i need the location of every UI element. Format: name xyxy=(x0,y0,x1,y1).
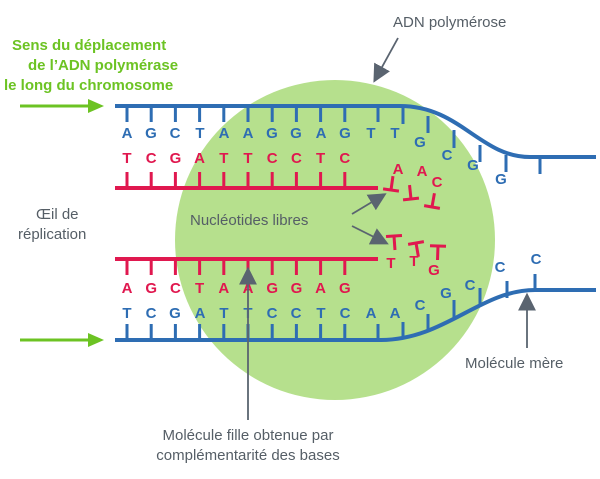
top-mother-base: G xyxy=(145,125,157,142)
bottom-daughter-base: G xyxy=(266,280,278,297)
pointer-free-bottom xyxy=(351,225,389,245)
direction-label-line3: le long du chromosome xyxy=(4,77,173,94)
bottom-daughter-base: A xyxy=(315,280,326,297)
top-daughter-base: T xyxy=(219,150,228,167)
bottom-mother-base: C xyxy=(495,259,506,276)
top-mother-base: G xyxy=(467,157,479,174)
eye-label-line2: réplication xyxy=(18,226,86,243)
bottom-mother-base: A xyxy=(390,305,401,322)
bottom-mother-base: A xyxy=(366,305,377,322)
top-mother-base: T xyxy=(366,125,375,142)
top-daughter-base: G xyxy=(170,150,182,167)
top-daughter-base: T xyxy=(122,150,131,167)
direction-arrow-bottom xyxy=(20,333,104,347)
pointer-polymerase xyxy=(373,37,399,83)
bottom-mother-base: C xyxy=(415,297,426,314)
mother-label: Molécule mère xyxy=(465,355,563,372)
bottom-daughter-base: A xyxy=(122,280,133,297)
top-mother-base: G xyxy=(266,125,278,142)
top-mother-strand xyxy=(115,104,596,159)
bottom-mother-strand xyxy=(115,288,596,342)
free-nucleotide-base: A xyxy=(393,161,404,178)
bottom-mother-base: G xyxy=(169,305,181,322)
polymerase-label: ADN polymérose xyxy=(393,14,506,31)
free-nucleotide xyxy=(382,175,400,193)
top-daughter-base: C xyxy=(267,150,278,167)
bottom-mother-base: C xyxy=(340,305,351,322)
free-nucleotide xyxy=(429,244,447,261)
free-nucleotide-base: A xyxy=(417,163,428,180)
top-mother-base: C xyxy=(170,125,181,142)
bottom-mother-base: C xyxy=(267,305,278,322)
direction-label-line2: de l’ADN polymérase xyxy=(28,57,178,74)
top-daughter-base: C xyxy=(339,150,350,167)
bottom-mother-base: T xyxy=(316,305,325,322)
polymerase-circle xyxy=(175,80,495,400)
bottom-mother-base: C xyxy=(531,251,542,268)
free-nucleotide-stem xyxy=(392,235,397,251)
top-mother-base: T xyxy=(195,125,204,142)
bottom-mother-base: A xyxy=(195,305,206,322)
top-mother-base: G xyxy=(339,125,351,142)
top-mother-base: G xyxy=(290,125,302,142)
base-rungs xyxy=(125,106,542,340)
direction-label-line1: Sens du déplacement xyxy=(12,37,166,54)
top-mother-base: G xyxy=(414,134,426,151)
top-mother-base: A xyxy=(219,125,230,142)
bottom-daughter-base: G xyxy=(291,280,303,297)
bottom-daughter-base: A xyxy=(218,280,229,297)
free-nucleotide-stem xyxy=(430,192,436,208)
top-mother-base: G xyxy=(495,171,507,188)
top-daughter-base: A xyxy=(194,150,205,167)
free-nucleotide-base: C xyxy=(432,174,443,191)
free-nucleotide-stem xyxy=(408,184,413,200)
top-mother-base: A xyxy=(122,125,133,142)
bottom-daughter-base: T xyxy=(195,280,204,297)
top-daughter-base: C xyxy=(291,150,302,167)
free-nucleotide-base: G xyxy=(428,262,440,279)
free-nucleotide xyxy=(407,240,425,258)
free-nucleotide-stem xyxy=(389,175,395,191)
free-nucleotide-base: T xyxy=(409,253,418,270)
top-mother-base: T xyxy=(390,125,399,142)
free-nucleotide xyxy=(423,192,441,210)
bottom-daughter-base: C xyxy=(170,280,181,297)
bottom-mother-base: T xyxy=(219,305,228,322)
bottom-mother-base: T xyxy=(122,305,131,322)
free-nucleotides-label: Nucléotides libres xyxy=(190,212,308,229)
free-nucleotide-base: T xyxy=(386,255,395,272)
bottom-daughter-base: G xyxy=(145,280,157,297)
base-letters: AGCTAAGGAGTTGCGGTCGATTCCTCAGCTAAGGAGTCGA… xyxy=(122,125,542,322)
free-nucleotide xyxy=(402,184,420,202)
bottom-mother-base: C xyxy=(146,305,157,322)
top-daughter-base: T xyxy=(243,150,252,167)
top-mother-base: A xyxy=(316,125,327,142)
bottom-mother-base: C xyxy=(291,305,302,322)
bottom-mother-base: G xyxy=(440,285,452,302)
bottom-daughter-base: G xyxy=(339,280,351,297)
top-daughter-base: T xyxy=(316,150,325,167)
direction-arrow-top xyxy=(20,99,104,113)
bottom-mother-base: C xyxy=(465,277,476,294)
daughter-label-line2: complémentarité des bases xyxy=(156,447,339,464)
top-daughter-base: C xyxy=(146,150,157,167)
top-mother-base: C xyxy=(442,147,453,164)
pointer-free-top xyxy=(351,193,387,215)
free-nucleotide-stem xyxy=(414,242,420,258)
eye-label-line1: Œil de xyxy=(36,206,79,223)
daughter-label-line1: Molécule fille obtenue par xyxy=(163,427,334,444)
top-mother-base: A xyxy=(243,125,254,142)
